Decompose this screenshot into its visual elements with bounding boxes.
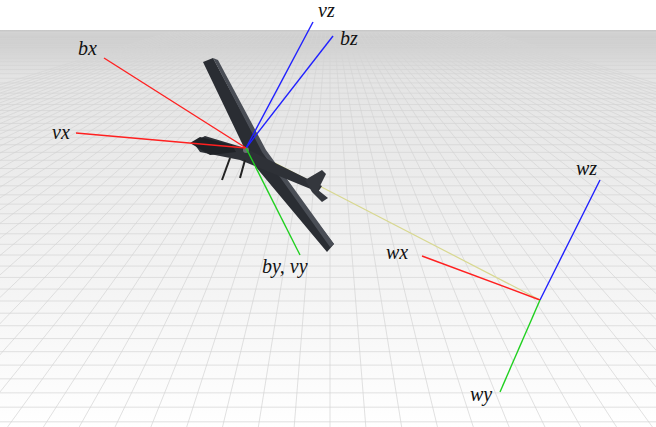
axis-label: wz	[576, 158, 597, 178]
axis-label: by, vy	[262, 256, 308, 276]
body-frame-axes	[76, 22, 333, 255]
aircraft	[190, 58, 334, 252]
axis-label: wx	[386, 242, 408, 262]
ground	[0, 30, 656, 427]
ground-grid	[0, 32, 656, 427]
axis-label: vz	[318, 0, 335, 20]
axis-label: bz	[340, 28, 358, 48]
axis-label: wy	[470, 384, 492, 404]
world-frame-axes	[422, 180, 600, 392]
axis-label: bx	[78, 38, 97, 58]
axis-label: vx	[52, 122, 70, 142]
